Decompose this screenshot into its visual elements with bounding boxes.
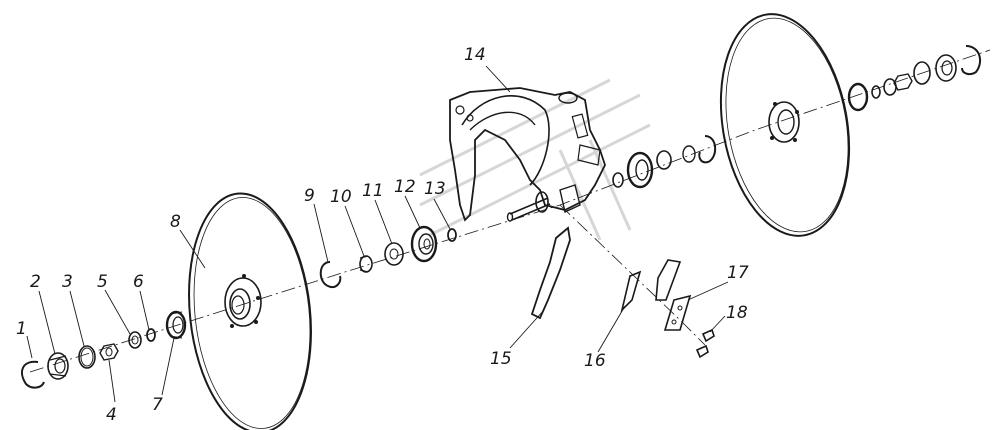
callout-17: 17 — [727, 263, 749, 283]
callout-4: 4 — [106, 405, 117, 425]
callout-10: 10 — [330, 187, 352, 207]
part-washer-mid — [384, 242, 404, 266]
callout-7: 7 — [152, 395, 163, 415]
callout-12: 12 — [394, 177, 416, 197]
callout-9: 9 — [304, 186, 315, 206]
callout-18: 18 — [726, 303, 748, 323]
part-scraper-blade — [530, 226, 571, 320]
callout-5: 5 — [97, 272, 108, 292]
callout-labels: 1 2 3 4 5 6 7 8 9 10 11 12 13 14 15 16 1… — [16, 45, 749, 425]
callout-15: 15 — [490, 349, 512, 369]
background-watermark — [419, 78, 651, 241]
part-clamp-plate — [663, 294, 692, 331]
callout-6: 6 — [133, 272, 144, 292]
part-spacer — [359, 255, 373, 273]
part-disc-right — [719, 13, 851, 237]
callout-11: 11 — [362, 181, 384, 201]
part-washer — [128, 331, 142, 349]
part-right-bearing-stack — [612, 135, 717, 189]
leader-lines — [26, 65, 729, 403]
callout-2: 2 — [30, 272, 41, 292]
part-nut — [99, 343, 119, 361]
callout-13: 13 — [424, 179, 446, 199]
callout-14: 14 — [464, 45, 486, 65]
part-cap — [47, 352, 69, 380]
part-snap-ring-mid — [319, 261, 342, 288]
part-small-ring — [146, 328, 156, 342]
callout-8: 8 — [170, 212, 181, 232]
part-bearing-left — [165, 310, 187, 340]
part-bearing-mid — [410, 225, 438, 263]
callout-1: 1 — [16, 319, 27, 339]
part-o-ring — [78, 345, 96, 369]
part-disc-left — [188, 192, 312, 430]
part-snap-ring-left — [21, 360, 45, 389]
part-right-end-stack — [847, 45, 982, 112]
part-frame-bracket — [449, 87, 606, 222]
callout-3: 3 — [62, 272, 73, 292]
part-plate — [620, 259, 682, 313]
part-small-ring-mid — [447, 228, 457, 242]
assembly-axis — [29, 49, 991, 373]
part-bolts — [695, 328, 715, 359]
callout-16: 16 — [584, 351, 606, 371]
